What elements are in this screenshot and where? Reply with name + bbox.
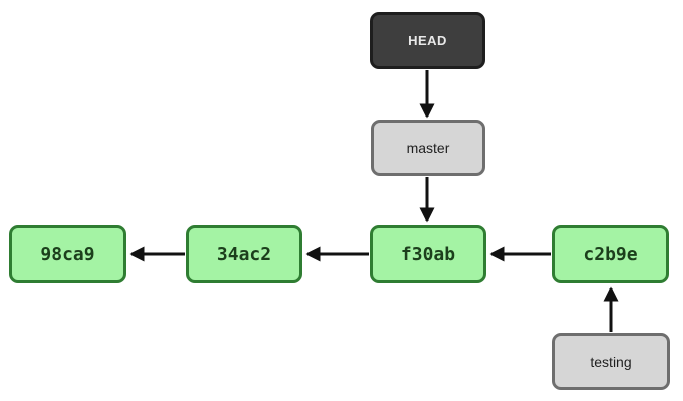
commit-hash-label: f30ab xyxy=(400,243,456,265)
branch-node-master: master xyxy=(371,120,485,176)
commit-node-c2b9e: c2b9e xyxy=(552,225,669,283)
commit-node-f30ab: f30ab xyxy=(370,225,486,283)
branch-label-testing: testing xyxy=(590,353,632,370)
branch-label-master: master xyxy=(406,140,450,156)
commit-hash-label: 98ca9 xyxy=(40,243,95,265)
commit-hash-label: 34ac2 xyxy=(216,243,272,265)
commit-hash-label: c2b9e xyxy=(583,243,638,265)
branch-node-testing: testing xyxy=(552,333,670,390)
head-pointer-node: HEAD xyxy=(370,12,485,69)
commit-node-34ac2: 34ac2 xyxy=(186,225,302,283)
head-pointer-label: HEAD xyxy=(408,33,447,48)
commit-node-98ca9: 98ca9 xyxy=(9,225,126,283)
